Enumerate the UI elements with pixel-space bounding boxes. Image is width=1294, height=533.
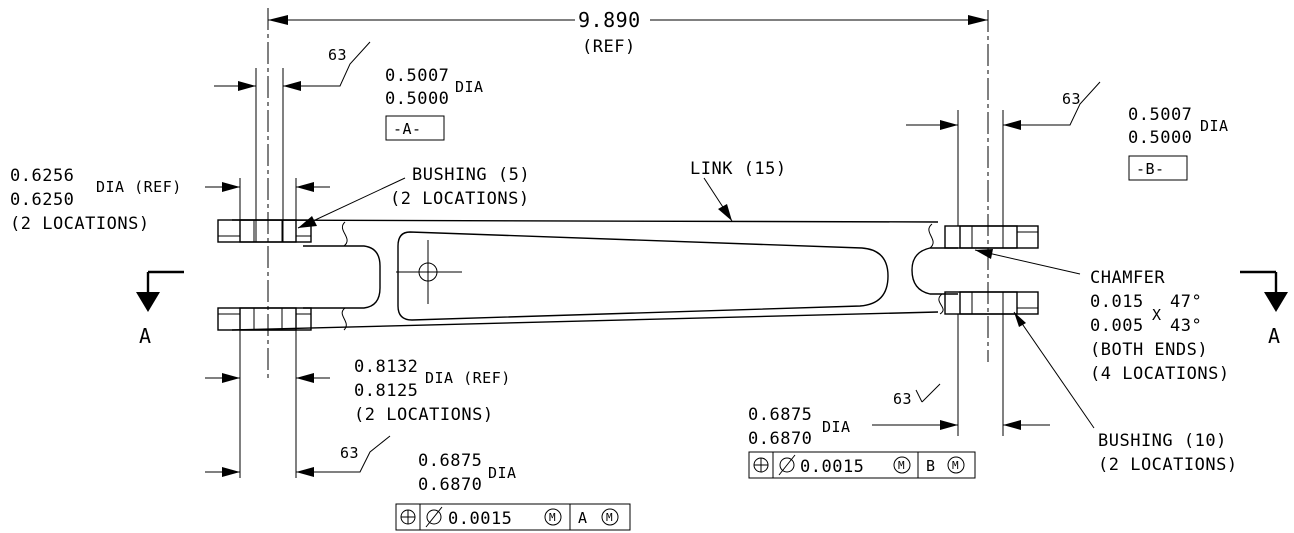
datum-b: -B- <box>1136 160 1165 178</box>
bushing-od-lower: 0.8125 <box>354 381 418 401</box>
bushing-5-callout: BUSHING (5) (2 LOCATIONS) <box>297 165 530 229</box>
bore-left-callout: 63 0.6875 0.6870 DIA <box>205 435 517 495</box>
section-marker-left: A <box>136 270 184 348</box>
bore-a-lower: 0.5000 <box>385 89 449 109</box>
diameter-symbol-icon <box>426 509 442 525</box>
chamfer-x: X <box>1152 306 1162 324</box>
bore-b-lower: 0.5000 <box>1128 128 1192 148</box>
bore-right-upper: 0.6875 <box>748 405 812 425</box>
section-label-right: A <box>1268 324 1281 348</box>
link-body <box>231 219 958 331</box>
bore-b-unit: DIA <box>1200 117 1229 135</box>
bore-a-callout: 63 0.5007 0.5000 DIA -A- <box>214 41 484 141</box>
bushing-od-unit: DIA (REF) <box>425 369 511 387</box>
bore-a-unit: DIA <box>455 78 484 96</box>
left-lugs <box>217 219 312 331</box>
bushing-id-note: (2 LOCATIONS) <box>10 214 150 234</box>
bushing-od-callout: 0.8132 0.8125 DIA (REF) (2 LOCATIONS) <box>205 357 511 425</box>
fcf-left-datum: A <box>578 509 588 527</box>
finish-symbol-right: 63 <box>893 390 912 408</box>
bushing-10-label: BUSHING (10) <box>1098 431 1227 451</box>
chamfer-lower: 0.005 <box>1090 316 1144 336</box>
chamfer-note-2: (4 LOCATIONS) <box>1090 364 1230 384</box>
bushing-id-lower: 0.6250 <box>10 190 74 210</box>
bushing-id-unit: DIA (REF) <box>96 178 182 196</box>
center-lines <box>267 8 989 378</box>
section-label-left: A <box>139 324 152 348</box>
bushing-od-upper: 0.8132 <box>354 357 418 377</box>
extension-lines <box>239 68 1004 478</box>
bore-b-upper: 0.5007 <box>1128 105 1192 125</box>
datum-a: -A- <box>393 120 422 138</box>
chamfer-note-1: (BOTH ENDS) <box>1090 340 1208 360</box>
bore-left-upper: 0.6875 <box>418 451 482 471</box>
fcf-right-tol: 0.0015 <box>800 457 864 477</box>
bushing-id-upper: 0.6256 <box>10 166 74 186</box>
finish-symbol-b: 63 <box>1062 90 1081 108</box>
bore-left-unit: DIA <box>488 464 517 482</box>
fcf-right-datum: B <box>926 457 936 475</box>
finish-symbol-left: 63 <box>340 444 359 462</box>
fcf-right-mod: M <box>898 459 905 472</box>
overall-dim-value: 9.890 <box>578 8 641 32</box>
section-marker-right: A <box>1240 270 1288 348</box>
bore-left-lower: 0.6870 <box>418 475 482 495</box>
fcf-right-datum-mod: M <box>952 459 959 472</box>
bore-right-callout: 63 0.6875 0.6870 DIA <box>748 383 1050 449</box>
link-label: LINK (15) <box>690 159 787 179</box>
chamfer-angle-lower: 43° <box>1170 316 1202 336</box>
overall-dimension: 9.890 (REF) <box>268 8 988 57</box>
fcf-right: 0.0015 M B M <box>748 451 976 479</box>
right-lugs <box>944 225 1039 315</box>
bore-right-lower: 0.6870 <box>748 429 812 449</box>
chamfer-callout: CHAMFER 0.015 0.005 X 47° 43° (BOTH ENDS… <box>974 249 1230 384</box>
fcf-left-tol: 0.0015 <box>448 509 512 529</box>
bushing-id-callout: 0.6256 0.6250 DIA (REF) (2 LOCATIONS) <box>10 166 330 234</box>
fcf-left-datum-mod: M <box>606 511 613 524</box>
overall-dim-note: (REF) <box>582 37 636 57</box>
fcf-left: 0.0015 M A M <box>395 503 631 531</box>
chamfer-upper: 0.015 <box>1090 292 1144 312</box>
bore-a-upper: 0.5007 <box>385 66 449 86</box>
diameter-symbol-icon <box>779 457 795 473</box>
chamfer-angle-upper: 47° <box>1170 292 1202 312</box>
bushing-od-note: (2 LOCATIONS) <box>354 405 494 425</box>
finish-symbol-a: 63 <box>328 46 347 64</box>
chamfer-label: CHAMFER <box>1090 268 1165 288</box>
bushing-5-label: BUSHING (5) <box>412 165 530 185</box>
bushing-10-callout: BUSHING (10) (2 LOCATIONS) <box>1013 311 1238 475</box>
bore-b-callout: 63 0.5007 0.5000 DIA -B- <box>906 81 1229 181</box>
fcf-left-mod: M <box>549 511 556 524</box>
link-callout: LINK (15) <box>690 159 787 222</box>
bushing-10-note: (2 LOCATIONS) <box>1098 455 1238 475</box>
bushing-5-note: (2 LOCATIONS) <box>390 189 530 209</box>
bore-right-unit: DIA <box>822 418 851 436</box>
